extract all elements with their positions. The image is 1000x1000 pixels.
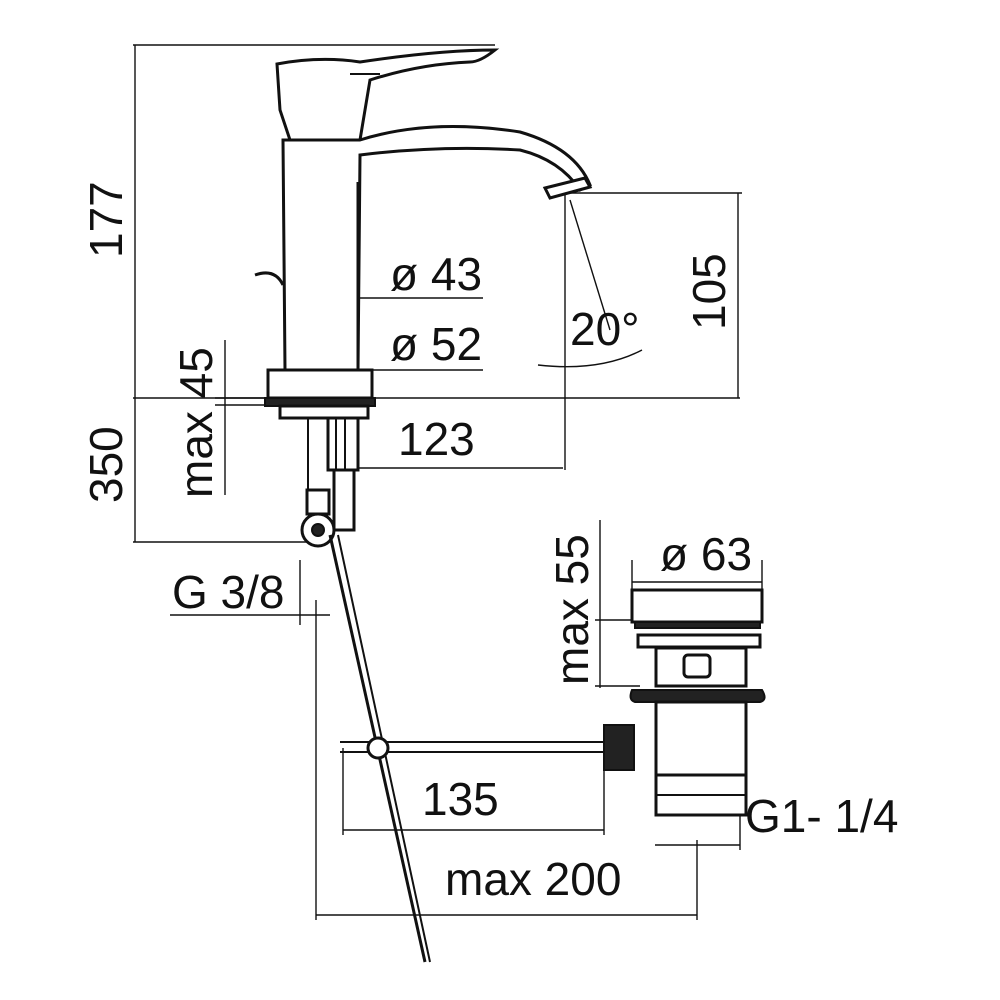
dim-d43: ø 43	[390, 248, 482, 300]
dim-d63: ø 63	[660, 528, 752, 580]
dim-g1-14: G1- 1/4	[745, 790, 898, 842]
dim-max-200: max 200	[445, 853, 621, 905]
dim-max-45: max 45	[170, 347, 222, 498]
dim-20-deg: 20°	[570, 303, 640, 355]
dim-g38: G 3/8	[172, 566, 285, 618]
pop-up-waste	[340, 588, 766, 817]
dim-d52: ø 52	[390, 318, 482, 370]
dim-135: 135	[422, 773, 499, 825]
dim-123: 123	[398, 413, 475, 465]
dimension-lines	[133, 44, 763, 920]
faucet	[254, 48, 593, 963]
dim-105: 105	[683, 253, 735, 330]
dim-177: 177	[80, 181, 132, 258]
dim-350: 350	[80, 426, 132, 503]
dim-max-55: max 55	[546, 534, 598, 685]
